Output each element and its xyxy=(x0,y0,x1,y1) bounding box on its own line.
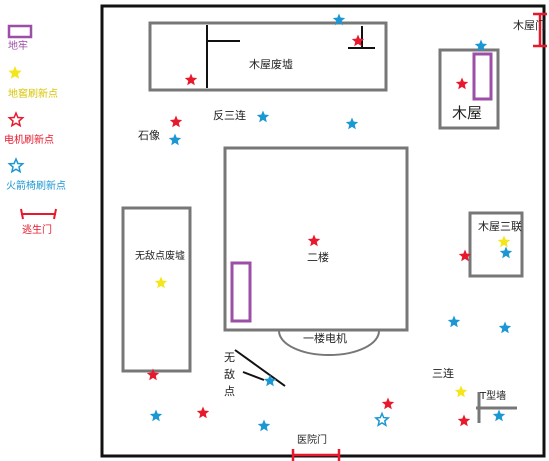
no-enemy-ruins-label: 无敌点废墟 xyxy=(135,251,185,262)
generator-spawn-icon xyxy=(381,397,395,410)
chair-spawn-icon xyxy=(447,315,461,328)
cabin-triple-outline xyxy=(468,211,524,278)
reverse-triple-label: 反三连 xyxy=(213,109,246,122)
no-enemy-wall-2 xyxy=(242,371,265,381)
legend-exit-gate-icon xyxy=(20,208,57,220)
legend-exit-gate-label: 逃生门 xyxy=(22,225,52,236)
chair-spawn-icon xyxy=(345,117,359,130)
spawn-markers xyxy=(7,13,513,432)
cabin-ruins-outline xyxy=(148,21,388,92)
chair-spawn-icon xyxy=(498,321,512,334)
hatch-spawn-icon xyxy=(154,276,168,289)
chair-spawn-icon xyxy=(256,110,270,123)
chair-spawn-icon xyxy=(168,133,182,146)
generator-spawn-icon xyxy=(169,115,183,128)
cabin-basement xyxy=(472,52,493,101)
generator-spawn-icon xyxy=(458,249,472,262)
hospital-gate-label: 医院门 xyxy=(297,435,327,446)
generator-spawn-icon xyxy=(184,73,198,86)
chair-spawn-icon xyxy=(332,13,346,26)
generator-spawn-icon xyxy=(196,406,210,419)
main-house-outline xyxy=(223,146,409,332)
statue-label: 石像 xyxy=(138,129,160,142)
first-floor-generator-room xyxy=(278,330,380,356)
cabin-label: 木屋 xyxy=(452,104,483,122)
main-house-basement xyxy=(230,261,252,323)
generator-spawn-icon xyxy=(457,414,471,427)
chair-spawn-icon xyxy=(373,411,391,427)
legend-generator-label: 电机刷新点 xyxy=(4,135,54,146)
chair-spawn-icon xyxy=(257,419,271,432)
hatch-spawn-icon xyxy=(454,385,468,398)
triple-label: 三连 xyxy=(432,367,454,380)
cabin-gate xyxy=(533,12,547,48)
no-enemy-ruins-outline xyxy=(121,206,192,373)
generator-spawn-icon xyxy=(455,77,469,90)
first-floor-generator-label: 一楼电机 xyxy=(303,332,347,345)
chair-spawn-icon xyxy=(263,374,277,387)
cabin-ruins-building xyxy=(148,21,388,92)
legend-chair-icon xyxy=(7,157,25,174)
no-enemy-wall-1 xyxy=(234,349,286,387)
legend-generator-icon xyxy=(7,111,25,128)
cabin-gate-label: 木屋门 xyxy=(513,19,546,32)
no-enemy-char-1: 无 xyxy=(224,351,235,364)
cabin-triple-label: 木屋三联 xyxy=(478,220,522,233)
cabin-outline xyxy=(438,48,500,130)
hospital-gate xyxy=(291,449,341,461)
chair-spawn-icon xyxy=(474,39,488,52)
chair-spawn-icon xyxy=(149,409,163,422)
generator-spawn-icon xyxy=(307,234,321,247)
legend-hatch-label: 地窖刷新点 xyxy=(8,89,58,100)
second-floor-label: 二楼 xyxy=(307,251,329,264)
no-enemy-char-2: 敌 xyxy=(224,368,235,381)
t-wall-label: T型墙 xyxy=(480,391,507,402)
legend-hatch-icon xyxy=(8,66,22,79)
no-enemy-char-3: 点 xyxy=(224,385,235,398)
legend-basement-label: 地牢 xyxy=(8,41,28,52)
legend-chair-label: 火箭椅刷新点 xyxy=(6,181,66,192)
generator-spawn-icon xyxy=(146,368,160,381)
legend-basement-icon xyxy=(7,24,33,39)
chair-spawn-icon xyxy=(499,246,513,259)
hatch-spawn-icon xyxy=(497,235,511,248)
generator-spawn-icon xyxy=(351,34,365,47)
cabin-ruins-label: 木屋废墟 xyxy=(249,58,293,71)
chair-spawn-icon xyxy=(492,409,506,422)
